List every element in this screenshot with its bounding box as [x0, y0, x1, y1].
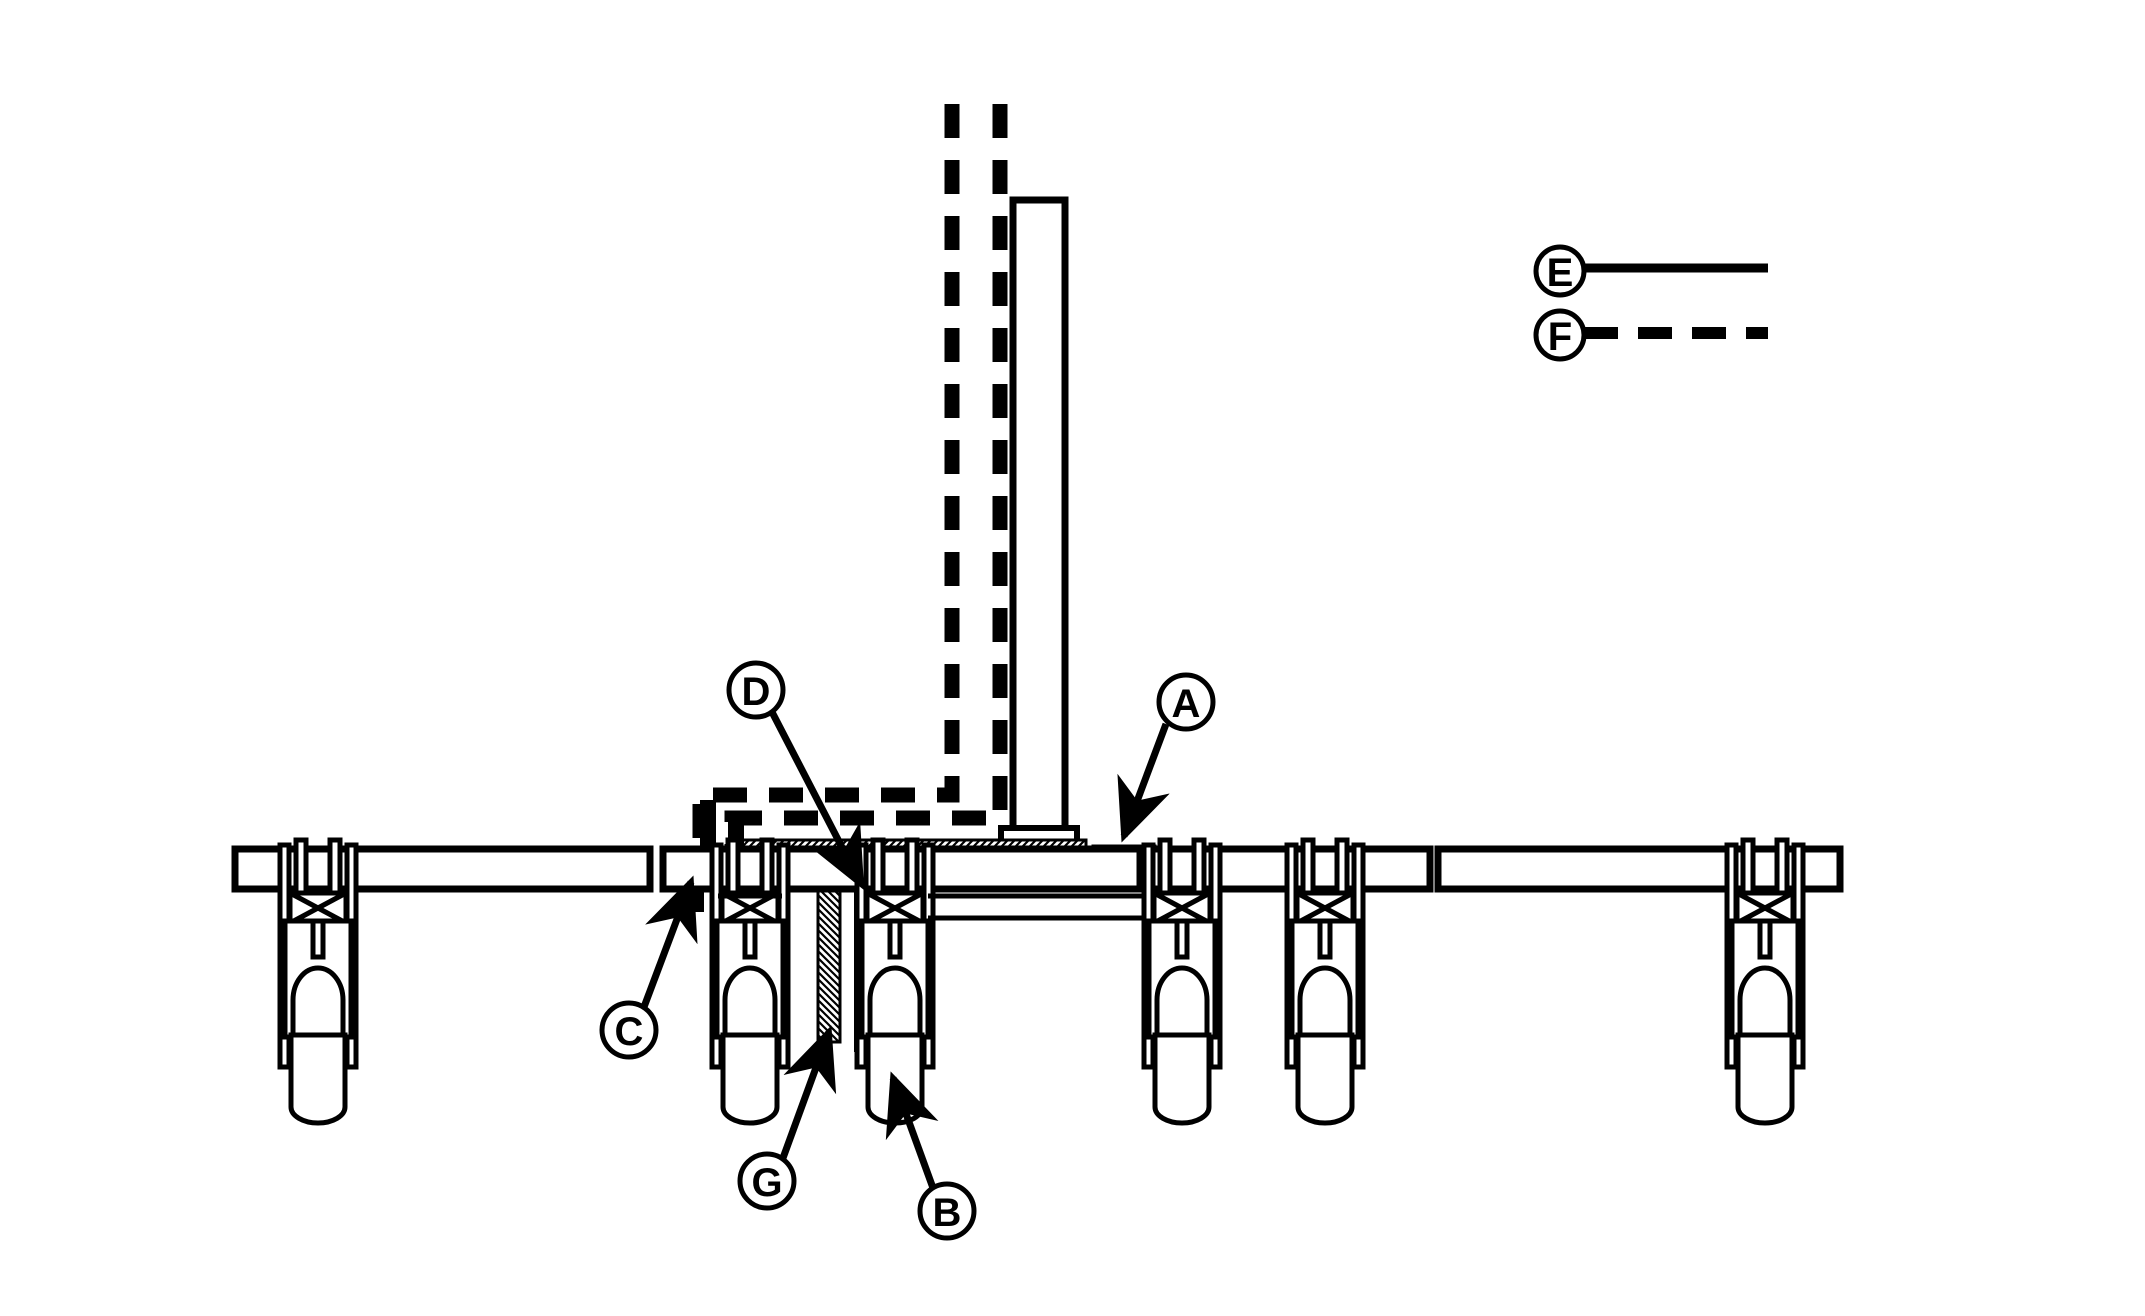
rail-segment-2 [659, 845, 1144, 893]
hanger-dome-cap [290, 965, 346, 1039]
hanger-pin [887, 918, 903, 960]
vertical-mast-column [1009, 196, 1069, 836]
hanger-dome-cap [867, 965, 923, 1039]
hanger-pin [1174, 918, 1190, 960]
callout-circle-a [1156, 672, 1216, 732]
trolley-hanger-unit [1284, 837, 1366, 1126]
callout-leader-b [885, 1071, 939, 1190]
legend-item-E: E [1533, 244, 1768, 298]
trolley-hanger-unit [1724, 837, 1806, 1126]
trolley-hanger-units [277, 837, 1806, 1126]
callout-B: B [885, 1071, 977, 1241]
hanger-cross-brace-b [865, 890, 925, 926]
callouts-group: A B C D G [599, 660, 1216, 1241]
trolley-hanger-unit [277, 837, 359, 1126]
callout-leader-a [1117, 722, 1170, 843]
rail-segment-4 [1434, 845, 1844, 893]
callout-label-a: A [1172, 682, 1201, 726]
callout-leader-g [779, 1025, 837, 1160]
hanger-bullet-load [288, 1032, 348, 1126]
hanger-pin [1757, 918, 1773, 960]
legend-label-f: F [1548, 315, 1572, 359]
hanger-cross-brace-b [288, 890, 348, 926]
horizontal-monorail-beam [231, 845, 1844, 893]
hanger-bullet-load [1152, 1032, 1212, 1126]
internal-longitudinal-lines [928, 893, 1145, 921]
callout-label-b: B [933, 1191, 962, 1235]
callout-G: G [737, 1025, 837, 1211]
trolley-hanger-unit [709, 837, 791, 1126]
callout-leader-d [768, 710, 865, 891]
callout-label-g: G [751, 1161, 782, 1205]
hanger-bullet-load [1295, 1032, 1355, 1126]
callout-circle-d [726, 660, 786, 720]
hanger-dome-cap [1297, 965, 1353, 1039]
callout-D: D [726, 660, 865, 891]
callout-leader-c [640, 875, 698, 1009]
hanger-cross-brace-b [1152, 890, 1212, 926]
callout-circle-b [917, 1181, 977, 1241]
callout-A: A [1117, 672, 1216, 843]
hanger-dome-cap [722, 965, 778, 1039]
hanger-pin [1317, 918, 1333, 960]
legend-item-F: F [1533, 308, 1768, 362]
callout-circle-g [737, 1151, 797, 1211]
legend-label-e: E [1547, 251, 1574, 295]
callout-label-d: D [742, 670, 771, 714]
hanger-cross-brace-b [1735, 890, 1795, 926]
hanger-dome-cap [1154, 965, 1210, 1039]
hanger-cross-brace-b [1295, 890, 1355, 926]
vertical-mast-group [998, 196, 1080, 847]
dashed-envelope-inner [724, 104, 1008, 852]
callout-circle-c [599, 1000, 659, 1060]
hanger-pin [310, 918, 326, 960]
legend-group: E F [1533, 244, 1768, 362]
hanger-bullet-load [1735, 1032, 1795, 1126]
black-connector-stem-left [700, 800, 716, 852]
callout-C: C [599, 875, 698, 1060]
hanger-bullet-load [720, 1032, 780, 1126]
trolley-hanger-unit [1141, 837, 1223, 1126]
hanger-dome-cap [1737, 965, 1793, 1039]
hanger-pin [742, 918, 758, 960]
callout-label-c: C [615, 1010, 644, 1054]
